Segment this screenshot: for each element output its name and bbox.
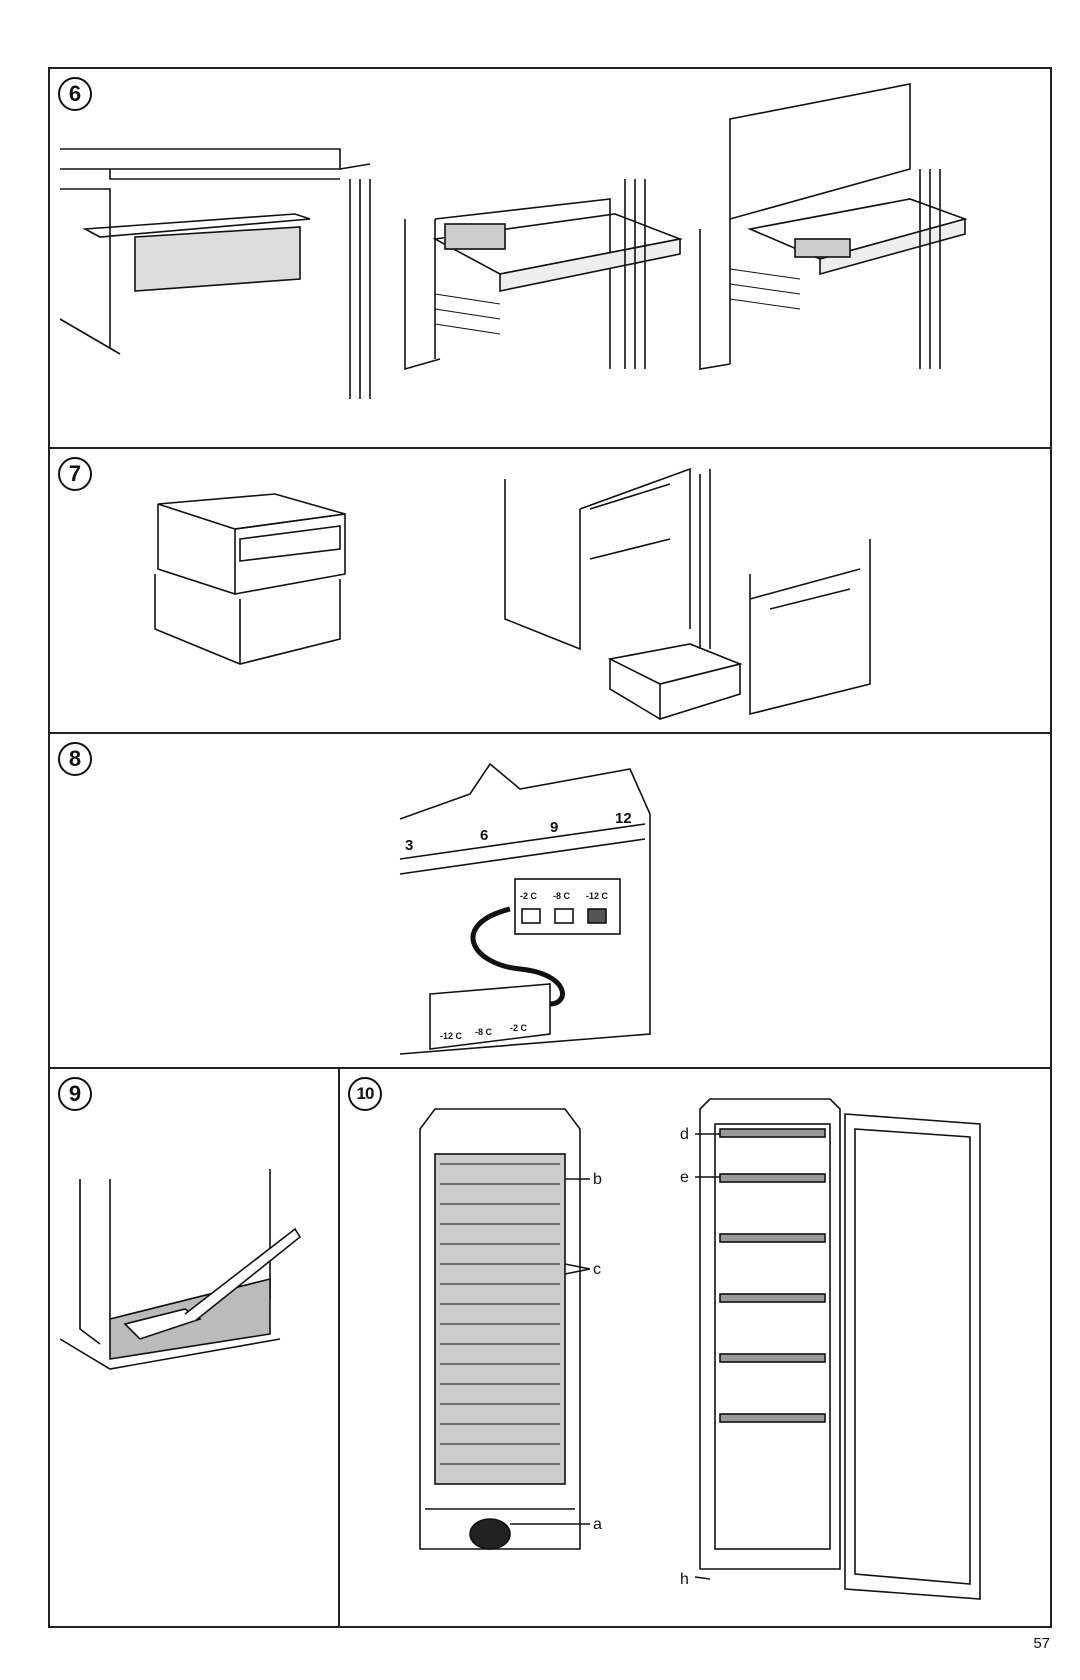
dial-label-9: 9 [550, 819, 558, 836]
stacked-drawers [154, 493, 346, 665]
appliance-rear-and-interior-illustrations: b c a d e h [419, 1098, 981, 1600]
rear-view [419, 1108, 591, 1550]
panel-9: 9 [50, 1069, 340, 1626]
panel-number-9: 9 [58, 1077, 92, 1111]
tray-figure-2 [404, 179, 683, 371]
dial-label-6: 6 [480, 827, 488, 844]
callout-b: b [593, 1171, 602, 1188]
temperature-selector-card [514, 878, 621, 935]
drawer-in-cabinet [504, 467, 871, 721]
crisper-drawer-illustrations [154, 467, 871, 721]
tray-figure-3 [699, 83, 968, 370]
callout-h: h [680, 1571, 689, 1588]
cleaning-illustration [59, 1169, 302, 1370]
callout-c: c [593, 1261, 601, 1278]
callout-a: a [593, 1516, 602, 1533]
panel-7: 7 [50, 449, 1050, 734]
panel-number-10: 10 [348, 1077, 382, 1111]
dial-label-3: 3 [405, 837, 413, 854]
dial-label-12: 12 [615, 810, 632, 827]
panel-number-6: 6 [58, 77, 92, 111]
temp-label-minus-12: -12 C [586, 891, 609, 901]
temp-label-minus-2: -2 C [520, 891, 538, 901]
tray-figure-1 [59, 148, 371, 399]
flipped-temp-label-minus-2: -2 C [510, 1023, 528, 1033]
temperature-dial-illustration: 3 6 9 12 -2 C -8 C -12 C -12 C -8 C -2 C [399, 762, 651, 1055]
open-interior-view [694, 1098, 981, 1600]
page-number: 57 [1033, 1635, 1050, 1652]
panel-number-7: 7 [58, 457, 92, 491]
freezer-tray-illustrations [59, 83, 968, 399]
panel-10: 10 b c a [340, 1069, 1050, 1626]
flipped-temp-label-minus-12: -12 C [440, 1031, 463, 1041]
flipped-selector-card [429, 983, 551, 1050]
panel-8: 8 3 6 9 12 -2 C -8 C -12 C -12 C -8 C -2… [50, 734, 1050, 1069]
panel-6: 6 [50, 69, 1050, 449]
temp-label-minus-8: -8 C [553, 891, 571, 901]
flipped-temp-label-minus-8: -8 C [475, 1027, 493, 1037]
callout-d: d [680, 1126, 689, 1143]
figure-frame: 6 [48, 67, 1052, 1628]
panel-number-8: 8 [58, 742, 92, 776]
callout-e: e [680, 1169, 689, 1186]
